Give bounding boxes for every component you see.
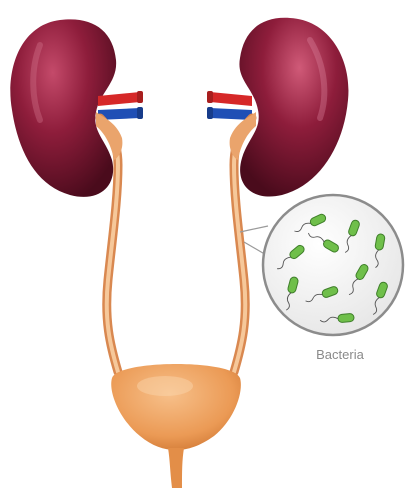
- right-renal-artery: [210, 92, 252, 106]
- magnifier-lens: [263, 195, 403, 335]
- right-kidney: [239, 18, 348, 197]
- left-renal-artery: [98, 92, 140, 106]
- right-renal-vessels: [207, 91, 252, 120]
- bacteria-label: Bacteria: [316, 347, 364, 362]
- bladder: [111, 364, 241, 450]
- left-renal-vessels: [98, 91, 143, 120]
- bacteria-magnifier: [263, 195, 403, 335]
- left-kidney: [10, 19, 116, 197]
- urethra: [168, 448, 184, 488]
